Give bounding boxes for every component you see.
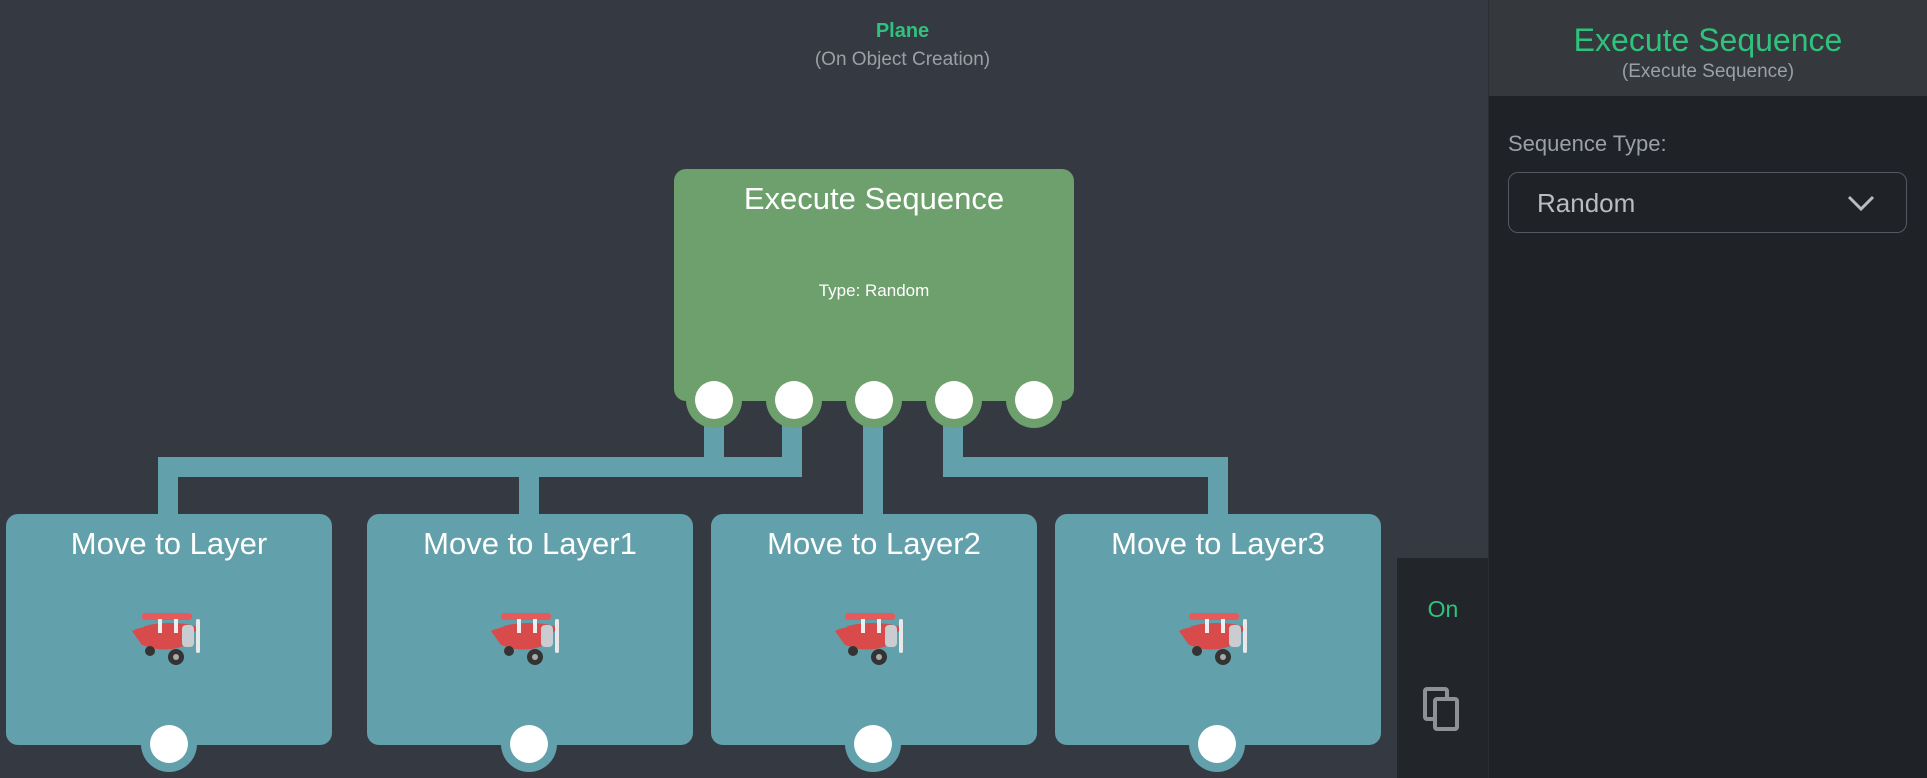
- red-biplane-icon: [835, 613, 903, 665]
- wire-segment: [158, 457, 178, 515]
- wire-segment: [1208, 457, 1228, 515]
- enabled-toggle[interactable]: On: [1427, 596, 1459, 622]
- output-port-5[interactable]: [1006, 372, 1062, 428]
- input-port[interactable]: [1189, 716, 1245, 772]
- output-port-3[interactable]: [846, 372, 902, 428]
- copy-icon[interactable]: [1422, 686, 1462, 734]
- event-trigger-label: (On Object Creation): [814, 49, 991, 70]
- output-port-2[interactable]: [766, 372, 822, 428]
- output-port-1[interactable]: [686, 372, 742, 428]
- node-title: Move to Layer2: [767, 526, 981, 561]
- chevron-down-icon: [1847, 195, 1875, 212]
- move-to-layer-node[interactable]: Move to Layer: [6, 514, 332, 745]
- red-biplane-icon: [1179, 613, 1247, 665]
- node-title: Move to Layer1: [423, 526, 637, 561]
- move-to-layer1-node[interactable]: Move to Layer1: [367, 514, 693, 745]
- inspector-title: Execute Sequence: [1573, 22, 1843, 58]
- node-canvas[interactable]: Plane (On Object Creation) Execute Seque…: [0, 0, 1488, 778]
- node-title: Move to Layer: [70, 526, 268, 561]
- object-name-title: Plane: [875, 20, 930, 42]
- input-port[interactable]: [141, 716, 197, 772]
- sequence-type-dropdown[interactable]: Random: [1508, 172, 1907, 233]
- wire-segment: [863, 400, 883, 515]
- red-biplane-icon: [132, 613, 200, 665]
- node-type-label: Type: Random: [818, 281, 930, 300]
- inspector-panel: Execute Sequence (Execute Sequence) Sequ…: [1488, 0, 1927, 778]
- output-port-4[interactable]: [926, 372, 982, 428]
- inspector-subtitle: (Execute Sequence): [1621, 61, 1795, 82]
- node-title: Move to Layer3: [1111, 526, 1325, 561]
- input-port[interactable]: [845, 716, 901, 772]
- sequence-type-value: Random: [1537, 188, 1636, 218]
- move-to-layer2-node[interactable]: Move to Layer2: [711, 514, 1037, 745]
- node-title: Execute Sequence: [743, 181, 1005, 216]
- node-toggle-panel: On: [1397, 558, 1489, 778]
- move-to-layer3-node[interactable]: Move to Layer3: [1055, 514, 1381, 745]
- wire-segment: [519, 457, 539, 515]
- wire-segment: [519, 457, 802, 477]
- execute-sequence-node[interactable]: Execute Sequence Type: Random: [674, 169, 1074, 401]
- input-port[interactable]: [501, 716, 557, 772]
- red-biplane-icon: [491, 613, 559, 665]
- wire-segment: [943, 457, 1228, 477]
- sequence-type-label: Sequence Type:: [1508, 131, 1667, 156]
- connection-wires: [158, 400, 1228, 515]
- inspector-header: Execute Sequence (Execute Sequence): [1489, 0, 1927, 96]
